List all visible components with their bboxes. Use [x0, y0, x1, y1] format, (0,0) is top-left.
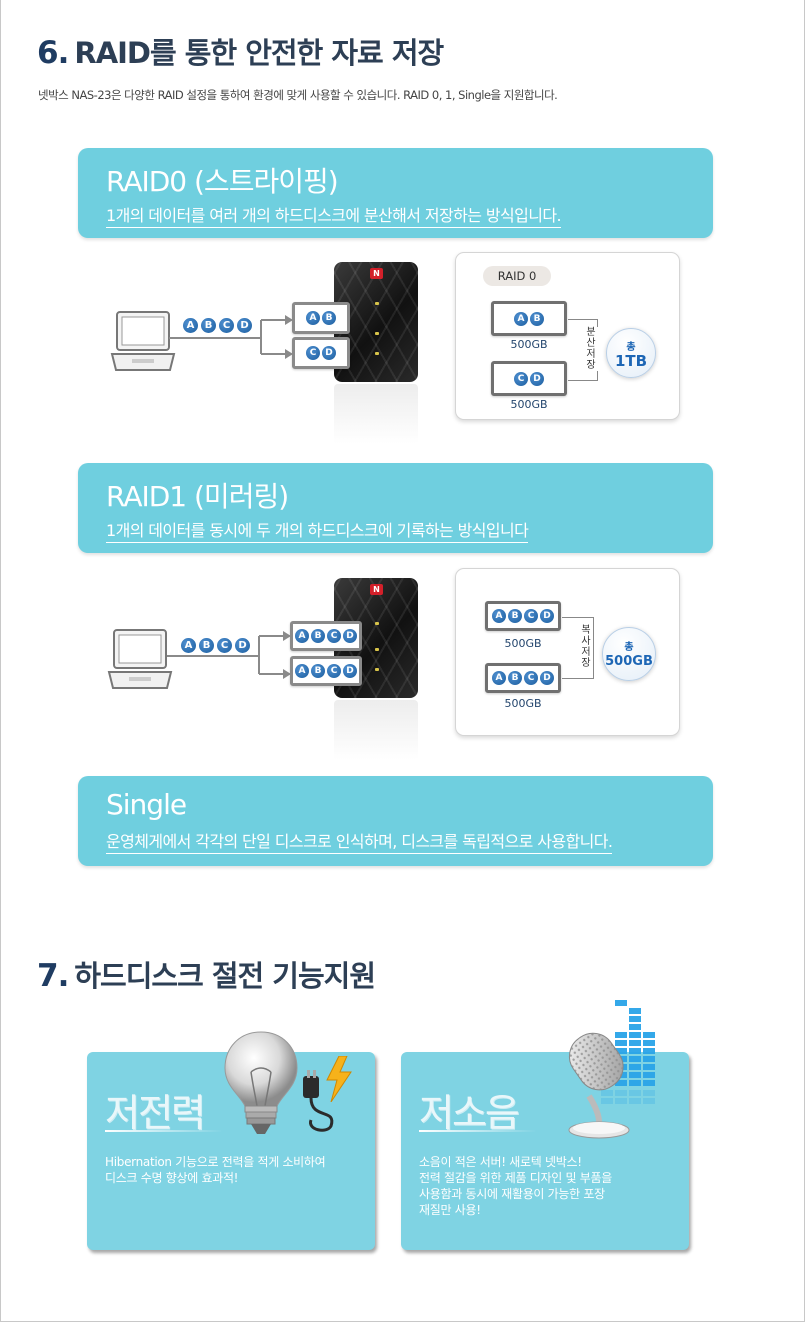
nas-logo: N — [370, 584, 383, 595]
raid0-pill: RAID 0 — [483, 266, 551, 286]
single-desc: 운영체게에서 각각의 단일 디스크로 인식하며, 디스크를 독립적으로 사용합니… — [106, 828, 613, 854]
data-letter: A — [295, 629, 309, 643]
low-noise-title: 저소음 — [419, 1091, 520, 1135]
total-label: 총 — [626, 342, 636, 353]
data-letter: A — [514, 311, 528, 326]
section6-heading: RAID를 통한 안전한 자료 저장 — [74, 36, 444, 70]
hard-drive-icon: C D — [491, 361, 567, 396]
raid0-banner: RAID0 (스트라이핑) 1개의 데이터를 여러 개의 하드디스크에 분산해서… — [78, 148, 713, 238]
section7-heading: 하드디스크 절전 기능지원 — [74, 959, 376, 993]
data-letter: D — [540, 609, 554, 623]
single-title: Single — [106, 788, 187, 821]
nas-reflection — [334, 700, 418, 760]
hard-drive-icon: C D — [292, 337, 350, 369]
nas-logo: N — [370, 268, 383, 279]
single-banner: Single 운영체게에서 각각의 단일 디스크로 인식하며, 디스크를 독립적… — [78, 776, 713, 866]
hard-drive-icon: A B — [292, 302, 350, 334]
data-letter: B — [322, 311, 336, 325]
section7-number: 7. — [37, 958, 69, 994]
raid1-title: RAID1 (미러링) — [106, 480, 289, 513]
total-label: 총 — [624, 642, 634, 653]
data-letter: A — [181, 638, 196, 653]
data-letter: C — [217, 638, 232, 653]
light-bulb-icon — [224, 1031, 298, 1134]
raid0-info-box: RAID 0 A B 500GB C D 500GB 분산저장 총 1TB — [455, 252, 680, 420]
low-noise-desc: 소음이 적은 서버! 새로텍 넷박스! 전력 절감을 위한 제품 디자인 및 부… — [419, 1155, 612, 1217]
raid1-total-badge: 총 500GB — [602, 627, 656, 681]
microphone-icon — [568, 1032, 630, 1139]
data-letter: D — [540, 671, 554, 685]
raid1-flow-letters: A B C D — [181, 638, 250, 653]
data-letter: B — [508, 671, 522, 685]
raid1-bracket — [562, 617, 594, 679]
raid1-info-box: A B C D 500GB A B C D 500GB 복사저장 총 500GB — [455, 568, 680, 736]
total-value: 500GB — [605, 654, 653, 669]
laptop-icon — [110, 311, 176, 371]
raid1-flow-arrows — [167, 631, 291, 679]
data-letter: C — [524, 609, 538, 623]
data-letter: B — [199, 638, 214, 653]
total-value: 1TB — [614, 352, 648, 370]
hard-drive-icon: A B C D — [485, 601, 561, 631]
hard-drive-icon: A B C D — [485, 663, 561, 693]
raid0-size2: 500GB — [510, 398, 548, 411]
lightning-icon — [326, 1056, 352, 1102]
laptop-icon — [107, 629, 173, 689]
raid0-flow-letters: A B C D — [183, 318, 252, 333]
data-letter: B — [508, 609, 522, 623]
raid1-size2: 500GB — [504, 697, 542, 710]
raid0-desc: 1개의 데이터를 여러 개의 하드디스크에 분산해서 저장하는 방식입니다. — [106, 202, 562, 228]
data-letter: B — [201, 318, 216, 333]
data-letter: D — [343, 664, 357, 678]
data-letter: C — [514, 371, 528, 386]
data-letter: C — [327, 664, 341, 678]
data-letter: A — [295, 664, 309, 678]
low-power-desc: Hibernation 기능으로 전력을 적게 소비하여 디스크 수명 향상에 … — [105, 1155, 326, 1185]
data-letter: C — [524, 671, 538, 685]
section6-intro: 넷박스 NAS-23은 다양한 RAID 설정을 통하여 환경에 맞게 사용할 … — [38, 88, 558, 102]
section6-number: 6. — [37, 35, 69, 71]
low-noise-card: 저소음 소음이 적은 서버! 새로텍 넷박스! 전력 절감을 위한 제품 디자인… — [401, 1052, 689, 1250]
raid1-bracket-label: 복사저장 — [579, 625, 593, 669]
section7-title: 7.하드디스크 절전 기능지원 — [37, 953, 376, 995]
data-letter: B — [311, 629, 325, 643]
raid1-desc: 1개의 데이터를 동시에 두 개의 하드디스크에 기록하는 방식입니다 — [106, 517, 529, 543]
raid1-size1: 500GB — [504, 637, 542, 650]
data-letter: C — [306, 346, 320, 360]
data-letter: D — [235, 638, 250, 653]
raid0-title: RAID0 (스트라이핑) — [106, 165, 339, 198]
raid0-size1: 500GB — [510, 338, 548, 351]
raid0-bracket-label: 분산저장 — [584, 327, 598, 371]
hard-drive-icon: A B — [491, 301, 567, 336]
raid0-flow-arrows — [169, 315, 293, 359]
hard-drive-icon: A B C D — [290, 656, 362, 686]
hard-drive-icon: A B C D — [290, 621, 362, 651]
data-letter: D — [343, 629, 357, 643]
raid0-total-badge: 총 1TB — [606, 328, 656, 378]
nas-reflection — [334, 384, 418, 444]
data-letter: D — [530, 371, 544, 386]
low-power-title: 저전력 — [105, 1091, 206, 1135]
data-letter: D — [237, 318, 252, 333]
data-letter: B — [311, 664, 325, 678]
data-letter: A — [492, 671, 506, 685]
data-letter: C — [219, 318, 234, 333]
data-letter: A — [183, 318, 198, 333]
data-letter: B — [530, 311, 544, 326]
data-letter: A — [306, 311, 320, 325]
data-letter: D — [322, 346, 336, 360]
data-letter: A — [492, 609, 506, 623]
low-power-card: 저전력 Hibernation 기능으로 전력을 적게 소비하여 디스크 수명 … — [87, 1052, 375, 1250]
raid1-banner: RAID1 (미러링) 1개의 데이터를 동시에 두 개의 하드디스크에 기록하… — [78, 463, 713, 553]
power-plug-icon — [303, 1070, 334, 1132]
data-letter: C — [327, 629, 341, 643]
section6-title: 6.RAID를 통한 안전한 자료 저장 — [37, 30, 444, 72]
